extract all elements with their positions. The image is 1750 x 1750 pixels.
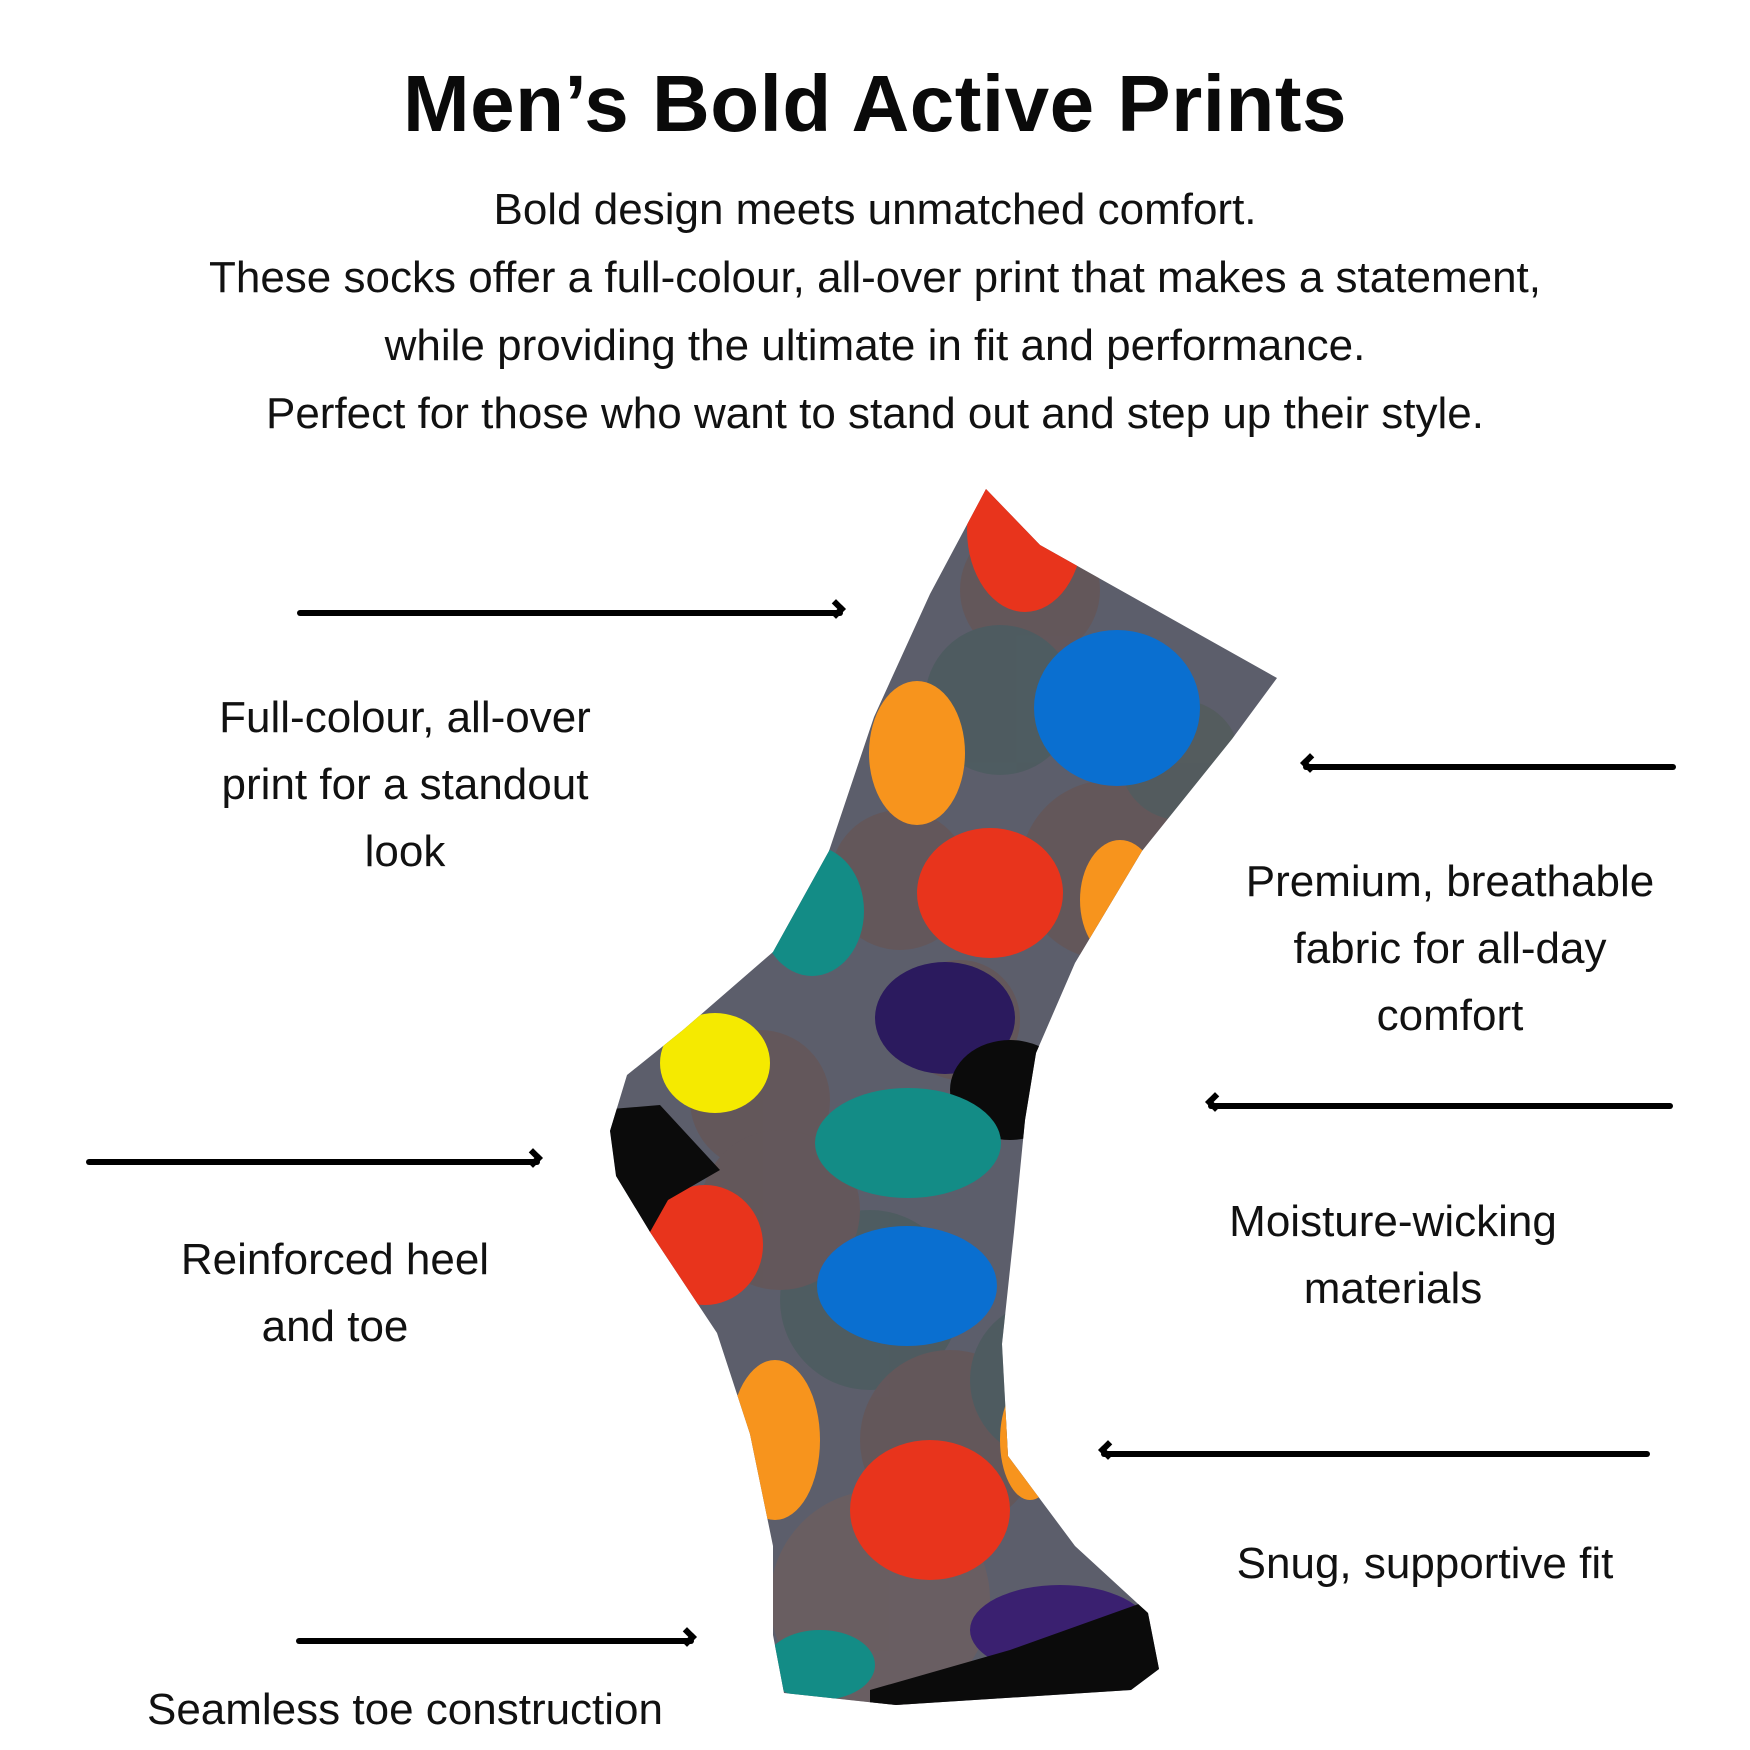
- callout-arrow: [1098, 1440, 1650, 1460]
- label-line: look: [364, 827, 446, 876]
- intro-line: Perfect for those who want to stand out …: [265, 389, 1485, 438]
- label-line: Full-colour, all-over: [219, 693, 591, 742]
- feature-label-reinforced-heel-toe: Reinforced heel and toe: [110, 1226, 560, 1360]
- intro-line: These socks offer a full-colour, all-ove…: [208, 253, 1541, 302]
- feature-label-snug-fit: Snug, supportive fit: [1180, 1530, 1670, 1597]
- intro-paragraph: Bold design meets unmatched comfort. The…: [0, 176, 1750, 448]
- label-line: print for a standout: [221, 760, 589, 809]
- label-line: Seamless toe construction: [146, 1685, 664, 1734]
- feature-label-breathable-fabric: Premium, breathable fabric for all-day c…: [1200, 848, 1700, 1049]
- callout-arrow: [86, 1148, 543, 1168]
- label-line: materials: [1303, 1264, 1483, 1313]
- callout-arrow: [296, 1627, 697, 1647]
- callout-arrow: [297, 599, 846, 619]
- label-line: and toe: [261, 1302, 409, 1351]
- callout-arrow: [1300, 753, 1676, 773]
- label-line: fabric for all-day: [1293, 924, 1607, 973]
- label-line: Snug, supportive fit: [1236, 1539, 1614, 1588]
- page-title: Men’s Bold Active Prints: [402, 59, 1348, 148]
- label-line: comfort: [1376, 991, 1524, 1040]
- label-line: Moisture-wicking: [1229, 1197, 1557, 1246]
- feature-label-full-colour-print: Full-colour, all-over print for a stando…: [160, 684, 650, 885]
- feature-label-seamless-toe: Seamless toe construction: [90, 1676, 720, 1743]
- intro-line: while providing the ultimate in fit and …: [384, 321, 1366, 370]
- feature-label-moisture-wicking: Moisture-wicking materials: [1163, 1188, 1623, 1322]
- label-line: Premium, breathable: [1245, 857, 1655, 906]
- callout-arrow: [1205, 1092, 1673, 1112]
- label-line: Reinforced heel: [180, 1235, 490, 1284]
- intro-line: Bold design meets unmatched comfort.: [493, 185, 1257, 234]
